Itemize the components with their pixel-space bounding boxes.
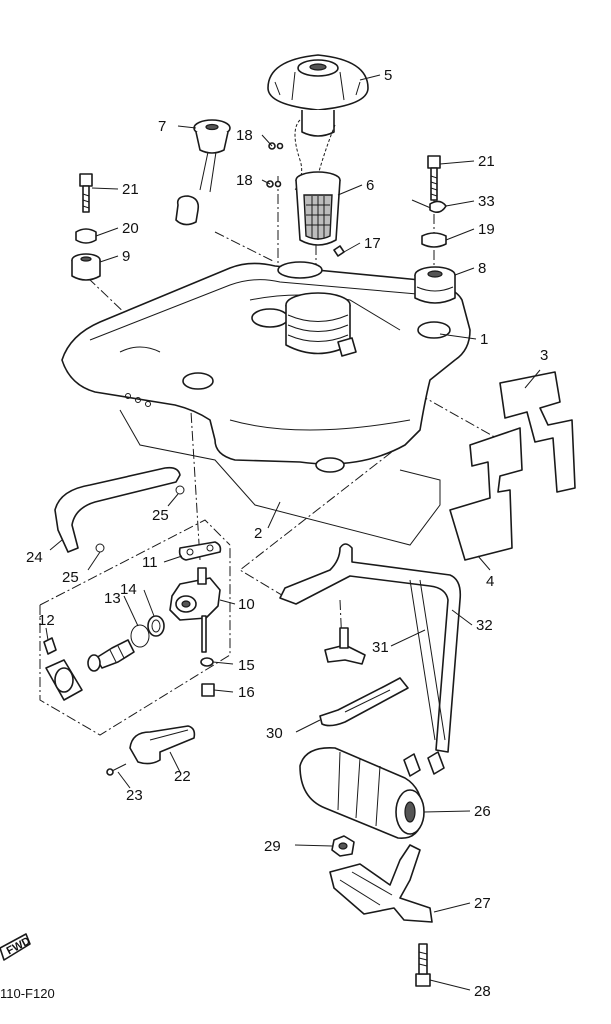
callout-9: 9	[122, 248, 130, 265]
o-ring-13	[130, 624, 150, 648]
side-cover-3	[499, 371, 576, 493]
hose-31	[409, 579, 446, 741]
fuel-strainer	[295, 171, 341, 246]
clip-18-lower	[266, 180, 282, 188]
o-ring-14	[147, 615, 165, 637]
collar-20	[75, 228, 97, 244]
callout-2: 2	[254, 525, 262, 542]
callout-18-lower: 18	[236, 172, 253, 189]
screw-12	[43, 637, 57, 655]
callout-19: 19	[478, 221, 495, 238]
damper-9	[71, 253, 101, 281]
callout-30: 30	[266, 725, 283, 742]
pipe-32	[279, 543, 462, 753]
bolt-21-right	[427, 155, 441, 201]
callout-10: 10	[238, 596, 255, 613]
screw-23	[106, 763, 127, 776]
clip-17	[333, 245, 345, 257]
callout-17: 17	[364, 235, 381, 252]
t-joint	[324, 627, 366, 665]
cap-chain	[294, 119, 336, 191]
callout-labels: 5 7 18 18 6 17 21 33 19 8 1 21 20 9 3 4 …	[26, 67, 548, 1000]
callout-31: 31	[372, 639, 389, 656]
washer-15	[200, 657, 214, 667]
callout-20: 20	[122, 220, 139, 237]
hose-clip-lower	[95, 543, 105, 553]
cover-22	[129, 725, 196, 765]
fuel-level-sender	[175, 119, 231, 226]
side-cover-4	[449, 427, 523, 561]
callout-21-right: 21	[478, 153, 495, 170]
fuel-hose	[54, 466, 181, 553]
bolt-16	[201, 683, 215, 697]
callout-3: 3	[540, 347, 548, 364]
lever-plate	[45, 659, 83, 701]
collar-19	[421, 232, 447, 248]
callout-6: 6	[366, 177, 374, 194]
callout-15: 15	[238, 657, 255, 674]
callout-27: 27	[474, 895, 491, 912]
callout-21-left: 21	[122, 181, 139, 198]
hose-clip-upper	[175, 485, 185, 495]
nut-29	[331, 835, 355, 857]
callout-26: 26	[474, 803, 491, 820]
callout-29: 29	[264, 838, 281, 855]
callout-7: 7	[158, 118, 166, 135]
tank-pad	[119, 409, 441, 546]
callout-5: 5	[384, 67, 392, 84]
callout-33: 33	[478, 193, 495, 210]
callout-23: 23	[126, 787, 143, 804]
callout-32: 32	[476, 617, 493, 634]
callout-1: 1	[480, 331, 488, 348]
fuel-cock	[169, 567, 221, 653]
fwd-label: FWD	[5, 935, 33, 957]
callout-18-upper: 18	[236, 127, 253, 144]
callout-11: 11	[142, 554, 158, 571]
bolt-28	[415, 943, 431, 987]
callout-22: 22	[174, 768, 191, 785]
callout-24: 24	[26, 549, 43, 566]
callout-13: 13	[104, 590, 121, 607]
callout-28: 28	[474, 983, 491, 1000]
fuel-cock-lever	[87, 639, 135, 672]
callout-4: 4	[486, 573, 494, 590]
fuel-cock-gasket	[178, 541, 222, 561]
band-30	[319, 677, 409, 727]
fuel-cap	[267, 54, 369, 137]
fwd-arrow-icon: FWD	[0, 933, 33, 961]
callout-8: 8	[478, 260, 486, 277]
callout-25-upper: 25	[152, 507, 169, 524]
bracket-27	[329, 844, 433, 923]
leader-lines	[45, 74, 541, 991]
clamp-33	[411, 199, 447, 214]
fuel-tank	[61, 261, 471, 473]
callout-16: 16	[238, 684, 255, 701]
callout-25-lower: 25	[62, 569, 79, 586]
diagram-code: 110-F120	[0, 986, 55, 1001]
clip-18-upper	[268, 142, 284, 150]
bolt-21-left	[79, 173, 93, 213]
fuel-pump	[299, 747, 445, 839]
callout-14: 14	[120, 581, 137, 598]
damper-8	[414, 266, 456, 304]
callout-12: 12	[38, 612, 55, 629]
